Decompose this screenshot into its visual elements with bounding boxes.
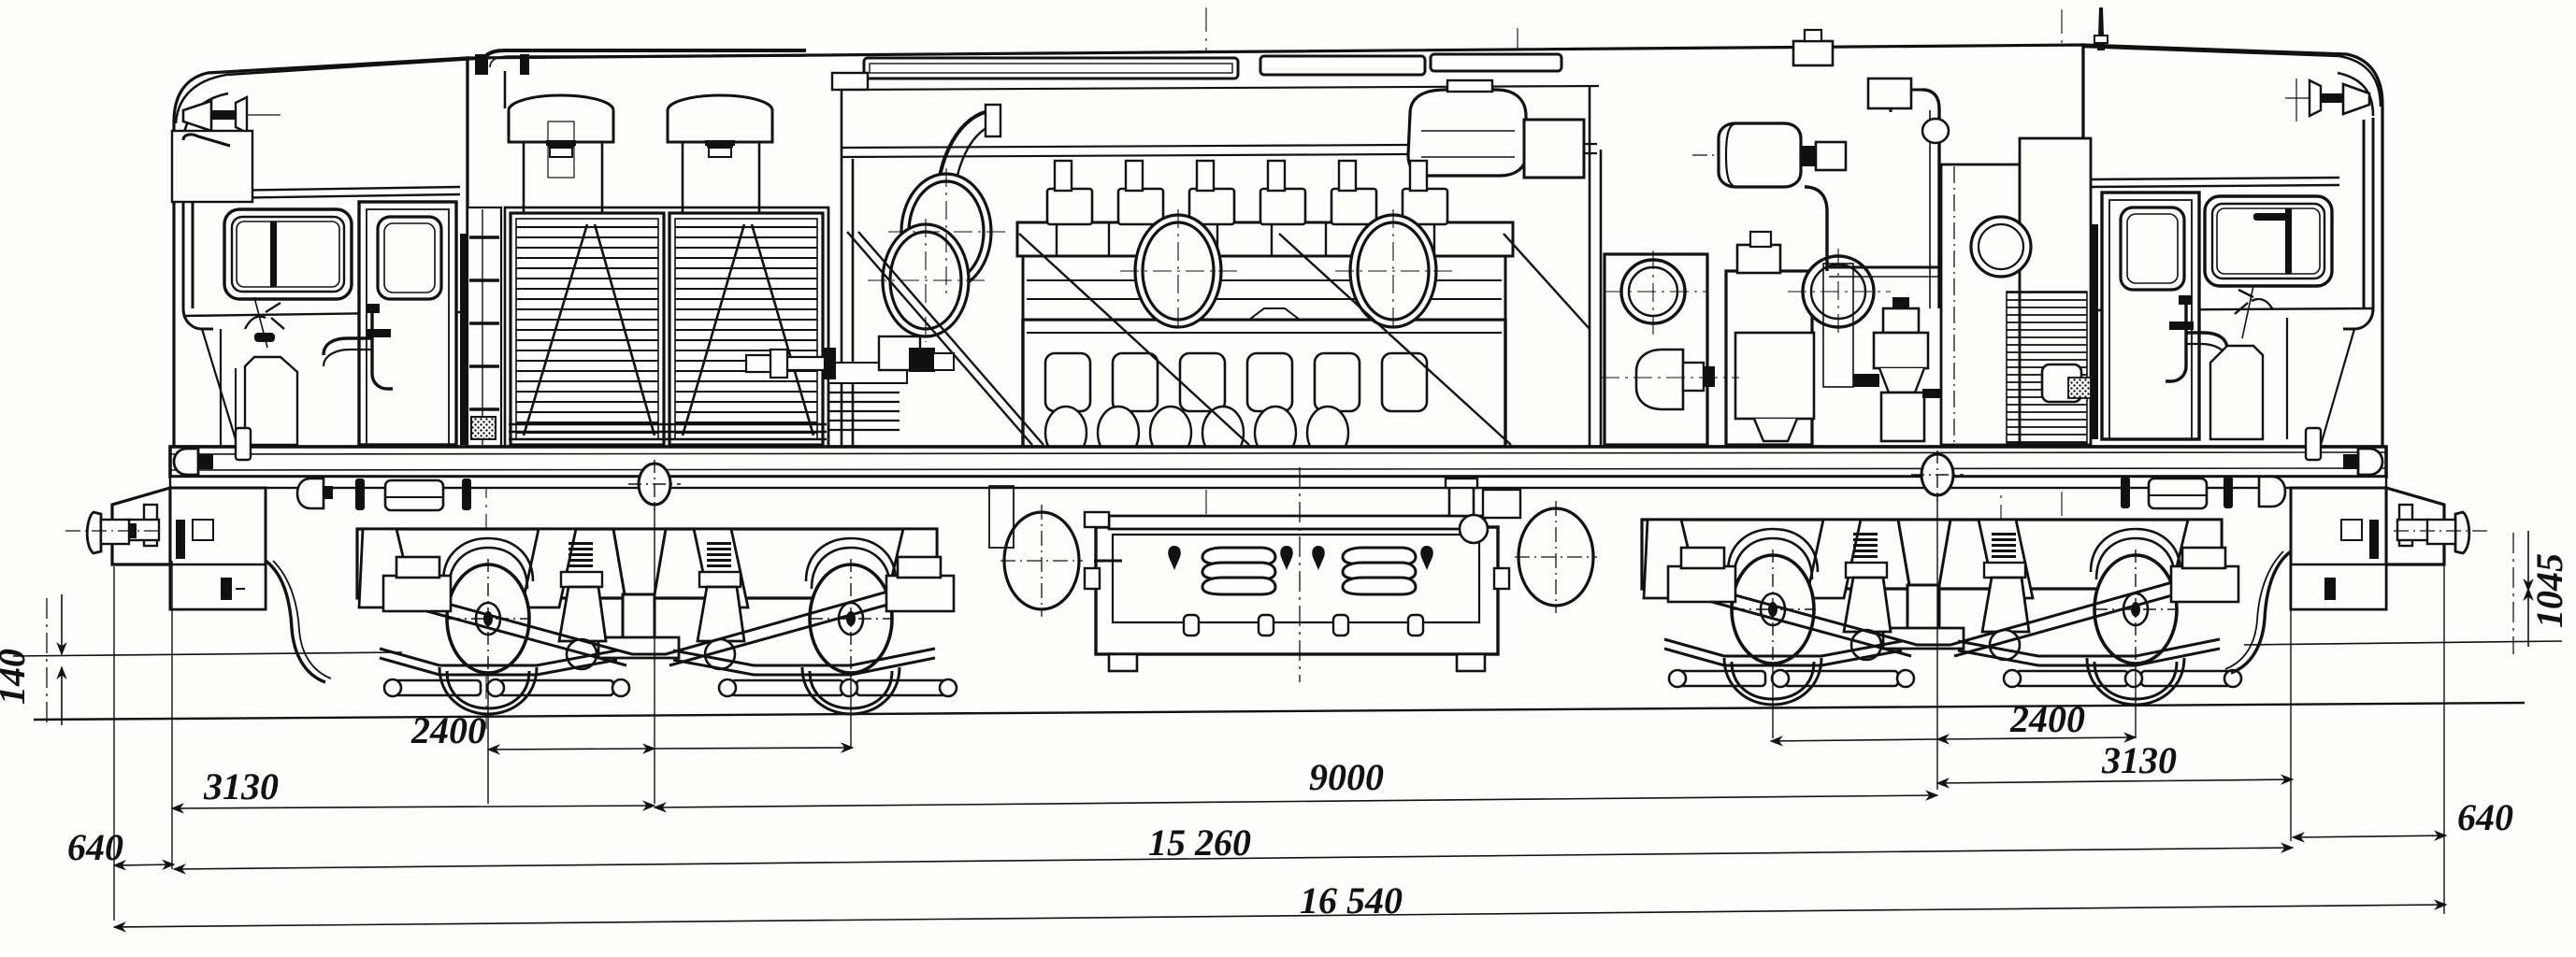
roof-cap-right (1792, 28, 1835, 67)
cooling-fan-left (507, 93, 615, 179)
handrail-right-diagonal (2315, 328, 2356, 459)
diesel-engine-block (1015, 159, 1515, 461)
dim-640-right: 640 (2291, 796, 2513, 843)
side-ladder-left[interactable] (466, 206, 503, 449)
handrail-left-bracket (234, 426, 252, 462)
generator-crosshairs (1601, 249, 1891, 379)
dim-label-9000: 9000 (1309, 756, 1384, 798)
dim-label-2400-left: 2400 (410, 709, 486, 751)
wheel-4 (2093, 550, 2179, 669)
roof-duct-bars (830, 52, 1563, 92)
sill-fittings-right (2121, 475, 2287, 510)
dim-640-left: 640 (67, 826, 176, 871)
dim-label-16540: 16 540 (1300, 879, 1403, 921)
handrail-right-bracket (2304, 426, 2323, 462)
fuel-tank (1083, 477, 1522, 673)
roof-pipe-inner (489, 55, 804, 68)
marker-lamp-left (172, 447, 213, 477)
wheel-2 (808, 559, 894, 678)
dim-9000: 9000 (653, 756, 1939, 813)
dim-label-140: 140 (0, 649, 33, 705)
battery-box-left (988, 485, 1083, 617)
brake-hose-left-inner (272, 560, 332, 679)
dim-140: 140 (0, 594, 67, 725)
engine-shelf-left (827, 335, 955, 432)
radiator-louvre-panel-right (668, 211, 825, 447)
mesh-grille-left (470, 416, 496, 440)
dim-2400-right: 2400 (1769, 698, 2137, 747)
cab1-window (223, 207, 353, 301)
dim-3130-right: 3130 (1936, 739, 2295, 789)
bogie-rear (1640, 518, 2293, 707)
dim-label-15260: 15 260 (1148, 821, 1251, 864)
air-piping (1804, 77, 1950, 308)
bogie-front (264, 527, 958, 716)
fuel-filler-a[interactable] (1201, 546, 1277, 596)
dim-label-1045: 1045 (2528, 553, 2570, 628)
air-reservoir (1692, 121, 1848, 189)
dim-15260: 15 260 (172, 821, 2295, 875)
dim-3130-left: 3130 (170, 765, 656, 814)
dim-16540: 16 540 (112, 879, 2448, 933)
brake-hose-right-inner (2224, 550, 2284, 670)
turbocharger (1406, 79, 1586, 179)
mainframe-sill (168, 445, 2388, 490)
cab2-door[interactable] (2091, 191, 2229, 441)
engine-bay-frame-diagonals (846, 231, 1590, 446)
dim-label-3130-left: 3130 (203, 765, 279, 807)
cab2-window (2203, 194, 2334, 288)
equipment-box-a (170, 129, 254, 204)
dim-label-3130-right: 3130 (2101, 739, 2177, 781)
mesh-grille-right (2067, 377, 2092, 399)
horn-icon-right (2285, 79, 2371, 121)
cardan-shaft-left (744, 348, 836, 379)
pipe-clamp-a (475, 54, 488, 75)
dim-1045: 1045 (2512, 531, 2570, 654)
fan-duct-walls (503, 71, 761, 213)
dim-label-2400-right: 2400 (2009, 698, 2085, 740)
engine-bay-walls (827, 86, 1603, 447)
radiator-louvre-panel-left (509, 211, 666, 447)
cab2-driver-seat (2209, 285, 2289, 441)
pipe-clamp-b (520, 54, 529, 75)
rail-datum-lines (12, 640, 2563, 721)
brake-hose-right (2230, 550, 2293, 675)
valve-stack (1853, 297, 1943, 443)
marker-lamp-right (2343, 447, 2384, 477)
fuel-filler-b[interactable] (1341, 546, 1418, 596)
dim-label-640-left: 640 (67, 826, 123, 868)
antenna-icon (2094, 7, 2108, 50)
sill-fittings-left (295, 477, 471, 512)
buffer-right (2394, 503, 2487, 555)
buffer-left (65, 503, 161, 555)
brake-hose-left (264, 559, 326, 684)
dim-label-640-right: 640 (2457, 796, 2513, 838)
dim-2400-left: 2400 (410, 709, 855, 755)
cooling-fan-right (666, 93, 774, 158)
cab1-door[interactable] (322, 200, 468, 447)
battery-box-right (1515, 501, 1597, 613)
